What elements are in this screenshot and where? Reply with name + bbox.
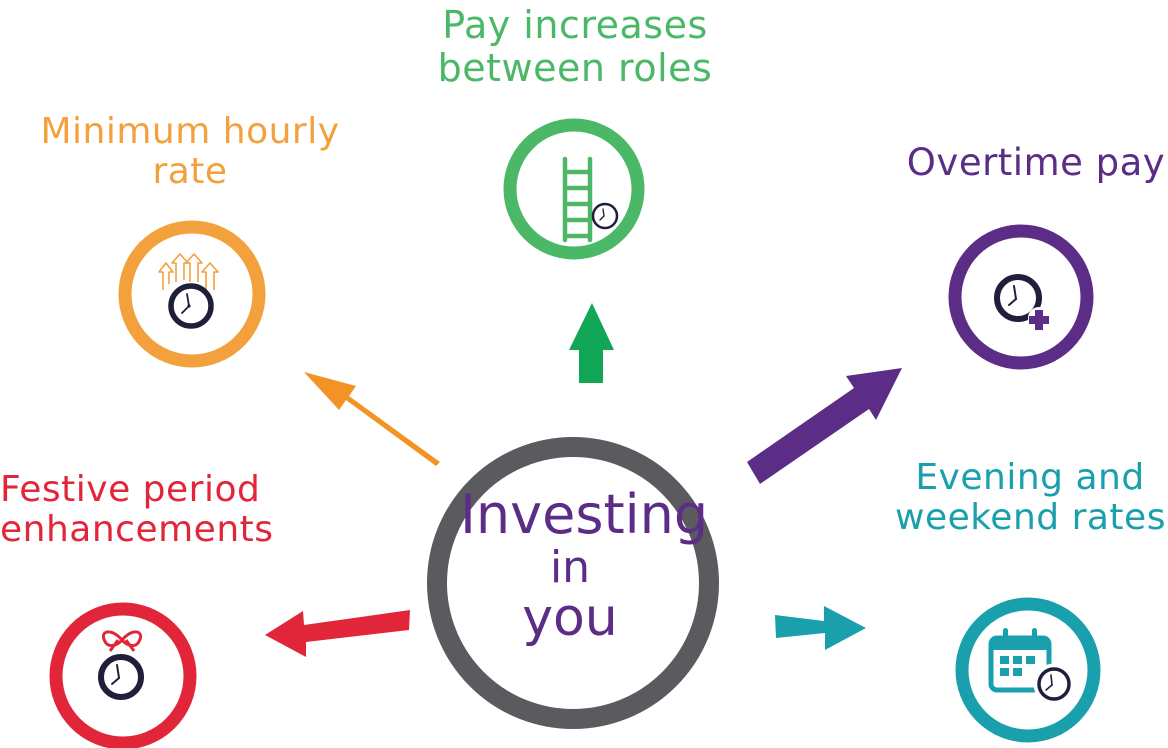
node-evening-and-weekend-rates — [955, 597, 1101, 743]
center-title-line-3: you — [522, 588, 618, 648]
label-line: enhancements — [0, 509, 274, 551]
arrow-to-min-hourly — [304, 372, 440, 466]
label-line: weekend rates — [895, 497, 1166, 539]
ladder-clock-icon — [562, 156, 619, 243]
label-line: Evening and — [915, 457, 1145, 498]
label-overtime-pay: Overtime pay — [905, 141, 1167, 184]
clock-plus-icon — [994, 274, 1050, 330]
node-pay-increases-between-roles — [503, 118, 645, 260]
arrow-to-evening — [775, 606, 866, 650]
label-pay-increases-between-roles: Pay increases between roles — [430, 4, 720, 89]
label-evening-and-weekend-rates: Evening and weekend rates — [895, 457, 1166, 539]
node-overtime-pay — [948, 224, 1094, 370]
center-ring — [427, 437, 719, 729]
label-minimum-hourly-rate: Minimum hourly rate — [40, 111, 340, 193]
label-line: between roles — [437, 45, 713, 90]
center-title-line-1: Investing — [460, 483, 709, 546]
node-festive-period-enhancements — [49, 602, 197, 748]
rising-arrows-clock-icon — [158, 253, 219, 329]
label-line: Minimum hourly — [40, 111, 340, 152]
calendar-clock-icon — [988, 628, 1075, 705]
node-minimum-hourly-rate — [118, 220, 266, 368]
label-festive-period-enhancements: Festive period enhancements — [0, 469, 274, 551]
label-line: Overtime pay — [906, 141, 1166, 184]
center-title-line-2: in — [549, 542, 591, 593]
label-line: Festive period — [0, 469, 261, 510]
center-title: Investing in you — [460, 483, 709, 648]
label-line: rate — [152, 151, 228, 193]
gift-bow-clock-icon — [98, 630, 144, 700]
arrow-to-pay-roles — [569, 303, 614, 383]
label-line: Pay increases — [442, 3, 708, 47]
arrow-to-overtime — [747, 368, 902, 484]
arrow-to-festive — [265, 610, 410, 657]
